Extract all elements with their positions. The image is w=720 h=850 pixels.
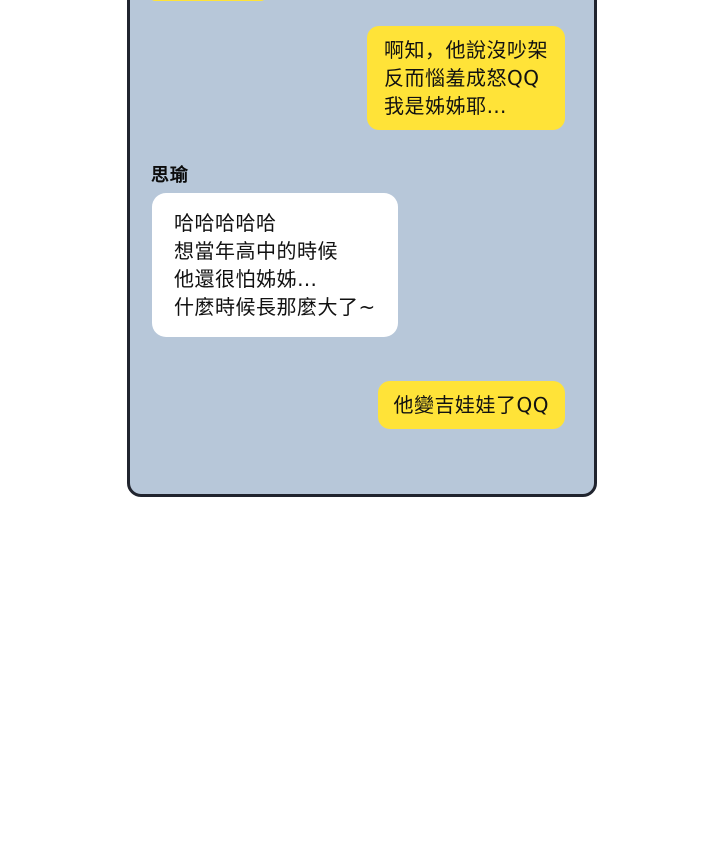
chat-panel: 啊知，他說沒吵架 反而惱羞成怒QQ 我是姊姊耶… 思瑜 哈哈哈哈哈 想當年高中的… [127, 0, 597, 497]
cutoff-bubble-top [150, 0, 266, 1]
bubble-line: 什麼時候長那麼大了~ [174, 295, 376, 319]
bubble-line: 他還很怕姊姊… [174, 267, 318, 291]
bubble-line: 啊知，他說沒吵架 [384, 38, 548, 62]
bubble-line: 他變吉娃娃了QQ [393, 393, 549, 417]
chat-bubble-incoming-1: 哈哈哈哈哈 想當年高中的時候 他還很怕姊姊… 什麼時候長那麼大了~ [152, 193, 398, 337]
bubble-line: 我是姊姊耶… [384, 94, 507, 118]
bubble-line: 想當年高中的時候 [174, 239, 338, 263]
bubble-line: 哈哈哈哈哈 [174, 211, 277, 235]
chat-bubble-outgoing-2: 他變吉娃娃了QQ [377, 381, 565, 429]
sender-name: 思瑜 [151, 165, 189, 186]
chat-bubble-outgoing-1: 啊知，他說沒吵架 反而惱羞成怒QQ 我是姊姊耶… [367, 26, 565, 130]
bubble-line: 反而惱羞成怒QQ [384, 66, 540, 90]
